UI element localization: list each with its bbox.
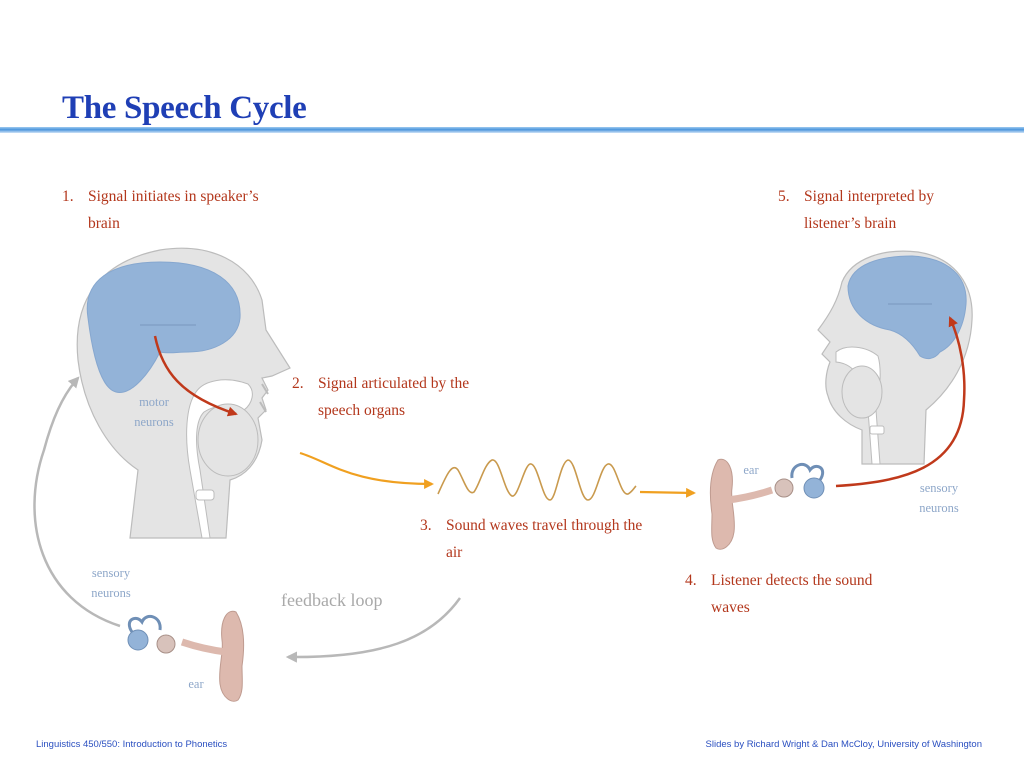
step-1: 1. Signal initiates in speaker’s brain: [62, 183, 292, 237]
motor-label: motor: [139, 395, 169, 409]
feedback-cochlea: [127, 629, 149, 651]
title-rule: [0, 127, 1024, 133]
motor-neurons-text: neurons: [134, 415, 174, 429]
speaker-teeth: [259, 383, 269, 413]
feedback-loop-label: feedback loop: [281, 590, 383, 610]
step-4-text: Listener detects the sound waves: [711, 572, 873, 616]
listener-larynx: [869, 425, 885, 435]
feedback-sensory-neurons-text: neurons: [91, 586, 131, 600]
step-4: 4. Listener detects the sound waves: [685, 567, 885, 621]
footer-course: Linguistics 450/550: Introduction to Pho…: [36, 739, 228, 750]
step-2: 2. Signal articulated by the speech orga…: [292, 370, 512, 424]
feedback-middle-ear: [156, 634, 176, 654]
step-4-number: 4.: [685, 572, 697, 589]
step-5-text: Signal interpreted by listener’s brain: [804, 188, 934, 232]
step-5: 5. Signal interpreted by listener’s brai…: [778, 183, 978, 237]
listener-semicircular-canals: [790, 462, 825, 481]
feedback-loop-arrow: [285, 597, 462, 663]
wave-to-ear-arrow: [639, 487, 696, 498]
listener-pinna: [709, 458, 735, 550]
speaker-brain: [86, 261, 241, 393]
listener-cochlea: [803, 477, 825, 499]
footer-credits: Slides by Richard Wright & Dan McCloy, U…: [705, 739, 982, 750]
feedback-ear: [127, 610, 245, 702]
speaker-larynx: [195, 489, 215, 501]
feedback-pinna: [219, 610, 245, 702]
listener-sensory-neurons-text: neurons: [919, 501, 959, 515]
sensory-signal-arrow: [835, 316, 966, 488]
step-1-number: 1.: [62, 188, 74, 205]
listener-ear-canal: [727, 486, 774, 504]
step-3-number: 3.: [420, 517, 432, 534]
speaker-tongue: [197, 403, 259, 477]
feedback-semicircular-canals: [127, 614, 162, 633]
listener-tongue: [841, 365, 883, 419]
listener-sensory-label: sensory: [919, 481, 959, 495]
motor-neurons-label: motor neurons: [124, 392, 184, 432]
listener-ear: [709, 458, 825, 550]
listener-middle-ear: [774, 478, 794, 498]
listener-ear-label: ear: [743, 463, 759, 477]
feedback-sensory-arrow: [33, 376, 121, 628]
listener-sensory-neurons-label: sensory neurons: [906, 478, 972, 518]
feedback-sensory-neurons-label: sensory neurons: [78, 563, 144, 603]
page-title: The Speech Cycle: [62, 90, 307, 126]
articulation-arrow: [299, 451, 434, 489]
step-2-number: 2.: [292, 375, 304, 392]
step-3-text: Sound waves travel through the air: [446, 517, 643, 561]
feedback-sensory-label: sensory: [91, 566, 131, 580]
feedback-ear-label: ear: [188, 677, 204, 691]
sound-wave: [437, 459, 637, 501]
step-3: 3. Sound waves travel through the air: [420, 512, 660, 566]
step-2-text: Signal articulated by the speech organs: [318, 375, 470, 419]
listener-head: [817, 250, 973, 465]
step-1-text: Signal initiates in speaker’s brain: [88, 188, 259, 232]
step-5-number: 5.: [778, 188, 790, 205]
motor-signal-arrow: [153, 335, 238, 417]
feedback-ear-canal: [180, 638, 227, 656]
listener-brain: [847, 255, 967, 360]
speaker-head: [76, 247, 291, 539]
